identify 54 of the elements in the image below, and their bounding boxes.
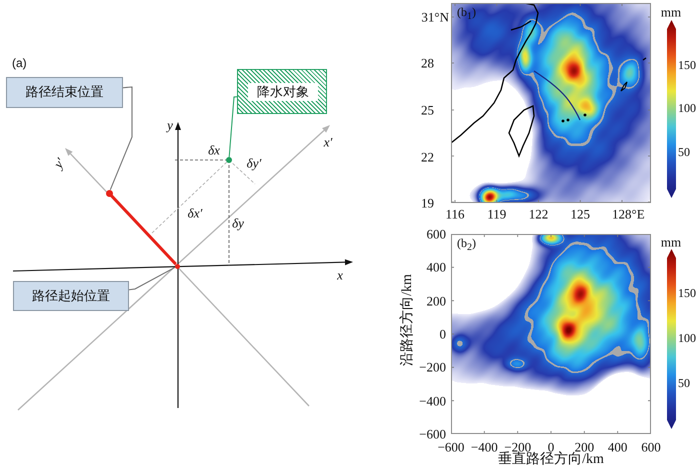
leader-line [128,266,176,290]
tick-label: 119 [487,208,506,220]
axis-label: y [167,118,173,132]
hatched-callout [237,69,327,114]
leader-line [110,86,132,190]
tick-label: 0 [548,440,554,454]
axis-title: 垂直路径方向/km [498,453,604,467]
offset-label: δx′ [188,206,202,220]
tick-label: 28 [421,56,434,70]
axis-label: y′ [51,156,67,170]
tick-label: 116 [445,208,465,220]
unit-label: mm [660,236,682,248]
tick-label: −600 [419,428,446,440]
dot-marker-icon [106,190,112,196]
callout-box: 路径结束位置 [6,77,123,108]
tick-label: 150 [678,287,696,299]
tick-label: −400 [419,394,446,408]
offset-label: δy′ [246,156,262,170]
tick-label: 31°N [421,10,449,24]
offset-label: δy [232,216,244,230]
tick-label: 150 [678,59,696,71]
tick-label: −400 [470,440,498,454]
leader-line [228,96,238,158]
callout-label: 降水对象 [248,83,318,101]
axis-title: 沿路径方向/km [401,274,415,366]
tick-label: 50 [678,377,690,389]
tick-label: 400 [608,440,628,454]
tick-label: 128°E [612,208,645,220]
tick-label: −600 [438,440,464,454]
axis-label: x [337,268,343,282]
tick-label: −200 [419,360,446,374]
tick-label: 25 [421,104,434,116]
tick-label: 0 [440,328,446,340]
tick-label: 200 [426,294,446,308]
tick-label: 600 [426,228,446,240]
dot-marker-icon [175,264,180,268]
tick-label: 100 [678,332,696,344]
tick-label: 122 [528,208,548,220]
offset-label: δx [208,144,220,156]
tick-label: 400 [426,260,446,274]
unit-label: mm [660,6,682,18]
tick-label: 600 [641,440,661,454]
tick-label: 22 [421,150,434,164]
dot-marker-icon [226,157,232,163]
panel-label: (b$_{1}$) [457,6,476,22]
tick-label: 100 [678,102,696,114]
tick-label: 50 [678,146,690,158]
callout-box: 路径起始位置 [13,281,129,311]
axis-label: x′ [324,136,332,148]
panel-label: (b$_{2}$) [457,236,476,254]
tick-label: 200 [574,440,594,454]
tick-label: 19 [421,196,434,210]
path-segment [110,194,177,266]
tick-label: 125 [570,208,590,220]
